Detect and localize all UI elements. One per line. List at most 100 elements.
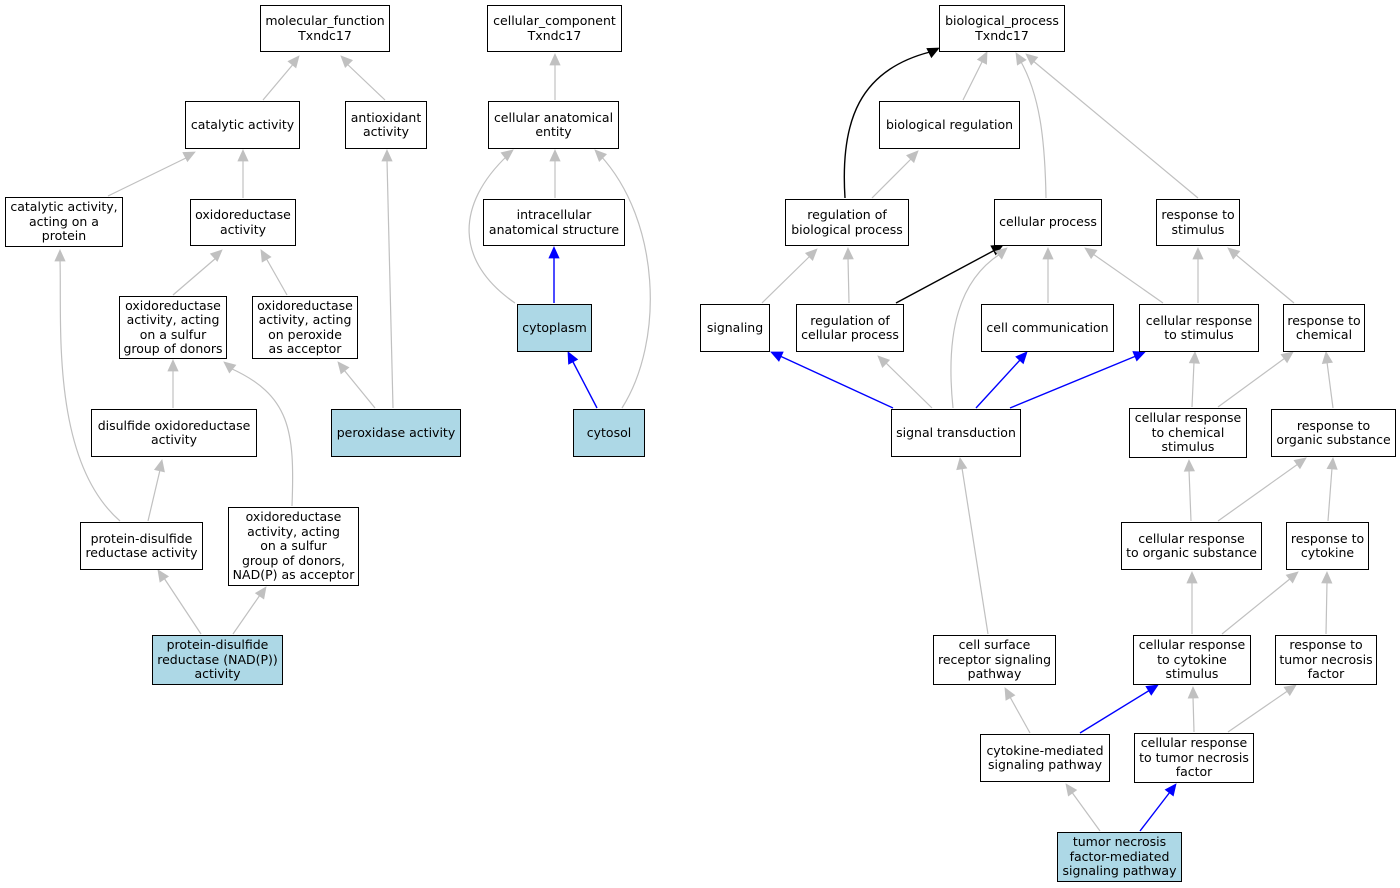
node-cellular-process[interactable]: cellular process [994, 199, 1102, 246]
edge-respcyto-to-resporg [1327, 467, 1333, 522]
edge-sigtrans-to-cellrespstim-arrowhead [1132, 351, 1146, 362]
node-response-to-organic-substance[interactable]: response to organic substance [1271, 409, 1396, 457]
edge-pdr-to-catprotein [59, 259, 121, 522]
edge-sigtrans-to-cellcomm [975, 359, 1021, 409]
node-signal-transduction[interactable]: signal transduction [891, 409, 1021, 457]
node-cell-surface-receptor-signaling[interactable]: cell surface receptor signaling pathway [933, 635, 1056, 685]
node-cell-communication[interactable]: cell communication [981, 304, 1114, 352]
node-cytokine-mediated-signaling[interactable]: cytokine-mediated signaling pathway [980, 734, 1110, 782]
edge-cytomed-to-cellrespcyto [1079, 689, 1151, 734]
node-cytoplasm[interactable]: cytoplasm [517, 304, 592, 352]
edge-catprotein-to-catalytic [107, 156, 189, 197]
edge-oxido-to-catalytic-arrowhead [237, 149, 249, 162]
node-peroxidase-activity[interactable]: peroxidase activity [331, 409, 461, 457]
node-oxidoreductase-nadp[interactable]: oxidoreductase activity, acting on a sul… [228, 507, 359, 586]
edge-peroxidase-to-antioxidant [386, 159, 394, 409]
node-cellular-response-to-chemical-stimulus[interactable]: cellular response to chemical stimulus [1129, 408, 1247, 458]
node-intracellular-anatomical-structure[interactable]: intracellular anatomical structure [483, 199, 625, 246]
edge-regcell-to-cellproc [895, 249, 996, 304]
node-biological-regulation[interactable]: biological regulation [879, 101, 1020, 149]
node-cytosol[interactable]: cytosol [573, 409, 645, 457]
edge-resptnf-to-respcyto [1325, 581, 1328, 635]
edge-tnfpath-to-cellresptnf-arrowhead [1164, 783, 1177, 797]
edge-bioreg-to-bp [962, 59, 984, 101]
edge-regbio-to-bioreg-arrowhead [906, 150, 919, 164]
edge-oxidosulfur-to-oxido-arrowhead [209, 249, 223, 262]
edge-cellresporg-to-cellrespchem [1188, 469, 1192, 522]
node-catalytic-activity-on-protein[interactable]: catalytic activity, acting on a protein [5, 197, 123, 247]
edge-cellrespchem-to-cellrespstim [1191, 361, 1195, 408]
edge-sigtrans-to-cellrespstim [1009, 355, 1137, 409]
node-response-to-tnf[interactable]: response to tumor necrosis factor [1275, 635, 1377, 685]
node-regulation-of-biological-process[interactable]: regulation of biological process [785, 199, 909, 246]
edge-cellresporg-to-cellrespchem-arrowhead [1183, 459, 1195, 472]
edge-cytosol-to-cytoplasm-arrowhead [567, 351, 579, 365]
node-cellular-response-to-tnf[interactable]: cellular response to tumor necrosis fact… [1134, 733, 1254, 783]
edge-cellrespcyto-to-respcyto [1221, 577, 1292, 635]
edge-oxidonadp-to-oxidosulfur [229, 367, 294, 507]
node-oxidoreductase-activity[interactable]: oxidoreductase activity [190, 199, 296, 246]
edge-respchem-to-respstim-arrowhead [1227, 247, 1241, 260]
edge-cytosol-to-cae-arrowhead [594, 149, 608, 163]
node-antioxidant-activity[interactable]: antioxidant activity [345, 101, 427, 149]
edge-bioreg-to-bp-arrowhead [976, 51, 988, 65]
node-biological-process[interactable]: biological_process Txndc17 [939, 5, 1065, 52]
edge-signaling-to-regbio [761, 255, 811, 304]
node-cellular-response-to-organic-substance[interactable]: cellular response to organic substance [1121, 522, 1262, 570]
edge-sigtrans-to-cellcomm-arrowhead [1015, 351, 1028, 365]
edge-cytomed-to-cellrespcyto-arrowhead [1145, 684, 1159, 696]
edge-resptnf-to-respcyto-arrowhead [1321, 571, 1333, 584]
edge-sigtrans-to-regcell [884, 361, 933, 409]
edge-csrsp-to-sigtrans-arrowhead [956, 457, 968, 471]
edge-cellresptnf-to-cellrespcyto [1192, 696, 1195, 733]
node-signaling[interactable]: signaling [700, 304, 770, 352]
node-catalytic-activity[interactable]: catalytic activity [185, 101, 300, 149]
node-response-to-chemical[interactable]: response to chemical [1283, 304, 1365, 352]
edge-cellrespchem-to-respchem-arrowhead [1280, 351, 1294, 364]
edge-catprotein-to-catalytic-arrowhead [182, 151, 196, 163]
node-response-to-cytokine[interactable]: response to cytokine [1286, 522, 1369, 570]
edge-oxidoperoxide-to-oxido-arrowhead [260, 249, 272, 263]
edge-respcyto-to-resporg-arrowhead [1326, 457, 1338, 470]
edge-csrsp-to-sigtrans [961, 467, 989, 635]
edges-layer [59, 51, 1334, 832]
edge-cytoplasm-to-cae-arrowhead [500, 149, 514, 162]
node-oxidoreductase-sulfur-donors[interactable]: oxidoreductase activity, acting on a sul… [119, 296, 227, 359]
edge-catalytic-to-mf-arrowhead [287, 55, 300, 69]
edge-cellrespstim-to-cellproc-arrowhead [1084, 247, 1098, 260]
node-oxidoreductase-peroxide[interactable]: oxidoreductase activity, acting on perox… [252, 296, 358, 359]
node-cellular-anatomical-entity[interactable]: cellular anatomical entity [488, 101, 619, 149]
node-protein-disulfide-reductase[interactable]: protein-disulfide reductase activity [80, 522, 203, 570]
edge-respstim-to-bp-arrowhead [1025, 53, 1039, 66]
edge-cellresptnf-to-cellrespcyto-arrowhead [1187, 686, 1199, 699]
node-cellular-response-to-cytokine[interactable]: cellular response to cytokine stimulus [1133, 635, 1251, 685]
edge-sigtrans-to-signaling-arrowhead [770, 351, 784, 362]
edge-sigtrans-to-cellproc-arrowhead [994, 247, 1008, 260]
edge-cellrespchem-to-respchem [1217, 357, 1286, 408]
edge-tnfpath-to-cytomed [1070, 790, 1101, 832]
edge-cellcomm-to-cellproc-arrowhead [1042, 247, 1054, 260]
node-cellular-component[interactable]: cellular_component Txndc17 [487, 5, 622, 52]
edge-peroxidase-to-antioxidant-arrowhead [381, 149, 393, 162]
node-molecular-function[interactable]: molecular_function Txndc17 [260, 5, 390, 52]
node-regulation-of-cellular-process[interactable]: regulation of cellular process [796, 304, 904, 352]
edge-pdr-to-disulfide [147, 469, 161, 522]
edge-cellrespchem-to-cellrespstim-arrowhead [1188, 351, 1200, 364]
edge-cellrespstim-to-cellproc [1092, 253, 1164, 304]
edge-pdr-to-disulfide-arrowhead [153, 459, 165, 473]
edge-sigtrans-to-cellproc [950, 253, 1001, 409]
edge-regbio-to-bp [843, 51, 931, 199]
edge-cellrespcyto-to-respcyto-arrowhead [1285, 571, 1299, 584]
node-disulfide-oxidoreductase[interactable]: disulfide oxidoreductase activity [91, 409, 257, 457]
edge-signaling-to-regbio-arrowhead [804, 248, 818, 261]
edge-resporg-to-respchem [1326, 361, 1334, 409]
node-cellular-response-to-stimulus[interactable]: cellular response to stimulus [1139, 304, 1259, 352]
node-protein-disulfide-reductase-nadp[interactable]: protein-disulfide reductase (NAD(P)) act… [152, 635, 283, 685]
node-tnf-mediated-signaling-pathway[interactable]: tumor necrosis factor-mediated signaling… [1057, 832, 1182, 882]
edge-peroxidase-to-oxidoperoxide [343, 369, 376, 409]
edge-oxidosulfur-to-oxido [172, 257, 217, 296]
node-response-to-stimulus[interactable]: response to stimulus [1156, 199, 1240, 246]
edge-pdr-to-catprotein-arrowhead [54, 249, 66, 262]
